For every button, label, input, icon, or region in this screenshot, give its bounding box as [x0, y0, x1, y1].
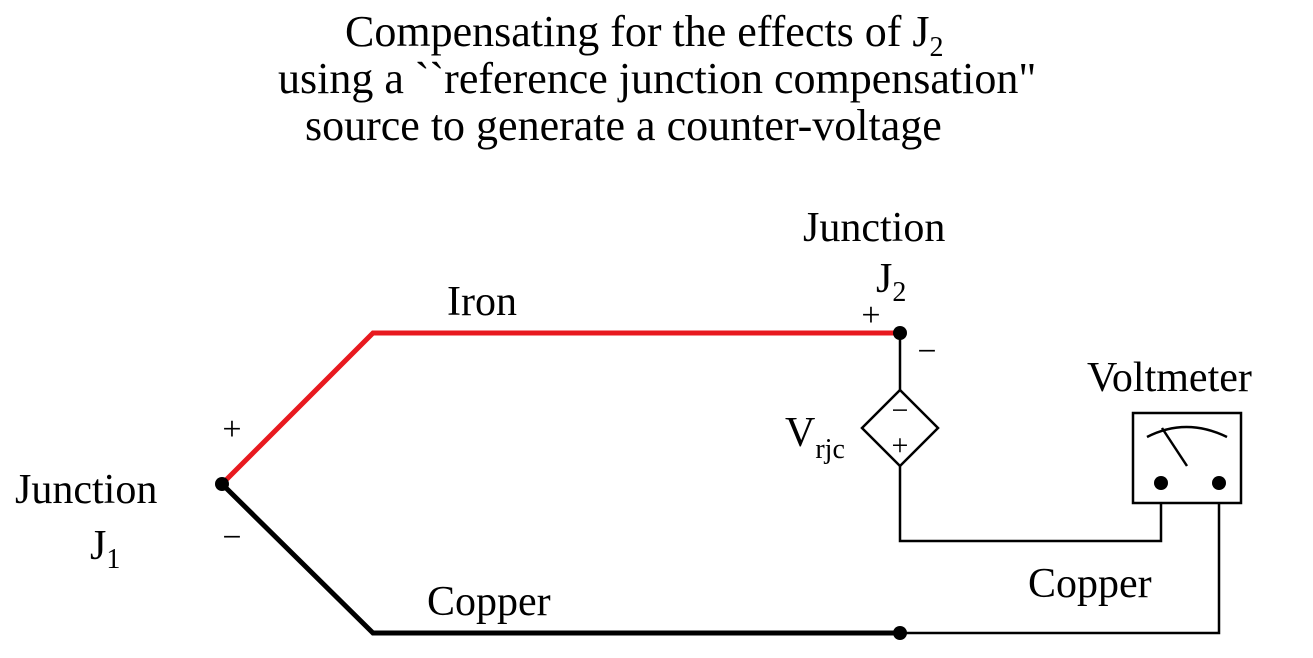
junction-j2-word: Junction [803, 205, 945, 251]
wire-copper-to-voltmeter [900, 483, 1221, 635]
junction-j2-id: J2 [876, 256, 906, 308]
iron-label: Iron [447, 279, 517, 325]
source-plus-sign: + [892, 429, 909, 462]
voltmeter-terminal-right [1212, 476, 1226, 490]
voltmeter-label: Voltmeter [1087, 355, 1252, 401]
junction-j2-dot [893, 326, 907, 340]
junction-j1-word: Junction [15, 467, 157, 513]
j1-plus-sign: + [222, 411, 241, 448]
rjc-source-diamond [860, 388, 940, 468]
vrjc-label: Vrjc [785, 410, 845, 465]
source-minus-sign: − [892, 394, 909, 427]
title-line-3: source to generate a counter-voltage [305, 101, 942, 150]
wire-source-to-voltmeter [898, 466, 1163, 543]
voltmeter-scale-arc [1146, 425, 1228, 439]
junction-j1-id: J1 [90, 523, 120, 575]
title-line-2: using a ``reference junction compensatio… [278, 54, 1036, 103]
copper-label-bottom: Copper [427, 579, 551, 625]
j2-plus-sign: + [861, 297, 880, 334]
copper-node-dot [893, 626, 907, 640]
title-line-1: Compensating for the effects of J2 [345, 7, 943, 63]
copper-label-right: Copper [1028, 561, 1152, 607]
junction-j1-dot [215, 477, 229, 491]
iron-wire [220, 330, 900, 486]
j2-minus-sign: − [917, 333, 936, 370]
voltmeter-terminal-left [1154, 476, 1168, 490]
voltmeter-needle [1160, 427, 1189, 467]
copper-wire-thermocouple [220, 482, 900, 636]
j1-minus-sign: − [222, 519, 241, 556]
